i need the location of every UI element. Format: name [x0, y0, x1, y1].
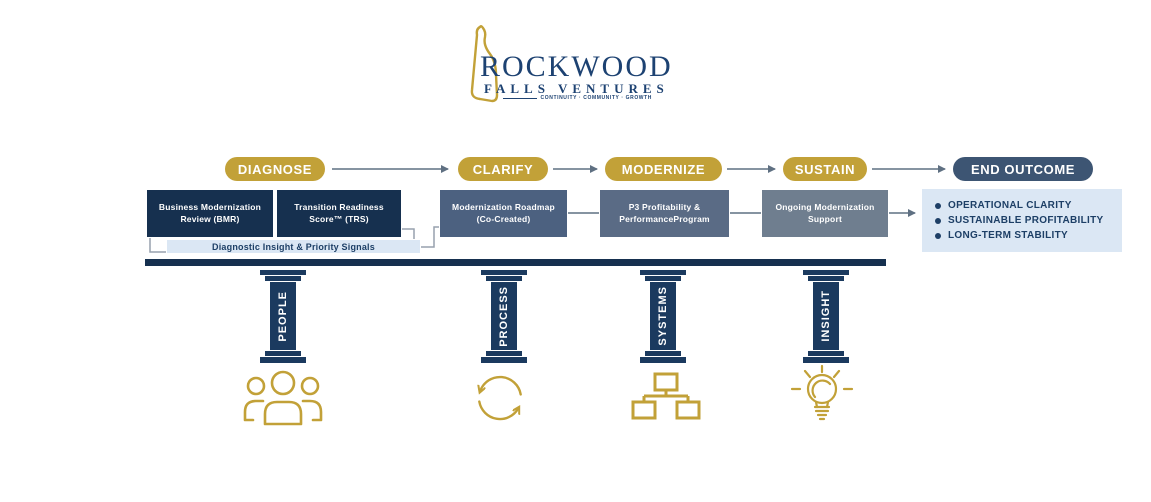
pillar-base-molding: [486, 351, 522, 356]
pillar-shaft: INSIGHT: [813, 282, 839, 350]
ongoing-support-label: Ongoing Modernization Support: [775, 201, 875, 224]
roadmap-box: Modernization Roadmap (Co-Created): [440, 190, 567, 237]
pillar-systems: SYSTEMS: [640, 270, 686, 364]
p3-box: P3 Profitability & PerformanceProgram: [600, 190, 729, 237]
pillar-cap: [481, 270, 527, 275]
bullet-dot: [935, 202, 941, 209]
pillar-people: PEOPLE: [260, 270, 306, 364]
pillar-cap-molding: [265, 276, 301, 281]
pillar-base-molding: [645, 351, 681, 356]
pillar-shaft: SYSTEMS: [650, 282, 676, 350]
pillar-cap: [803, 270, 849, 275]
pillar-cap: [640, 270, 686, 275]
pillar-insight: INSIGHT: [803, 270, 849, 364]
process-cycle-icon: [468, 375, 522, 421]
pillar-shaft: PROCESS: [491, 282, 517, 350]
stage-pill-sustain: SUSTAIN: [783, 157, 867, 181]
roadmap-box-label: Modernization Roadmap (Co-Created): [452, 201, 555, 224]
bullet-dot: [935, 232, 941, 239]
tagline-rule: [502, 97, 537, 99]
bmr-box: Business Modernization Review (BMR): [147, 190, 273, 237]
outcome-item: LONG-TERM STABILITY: [935, 230, 1122, 241]
trs-box: Transition Readiness Score™ (TRS): [277, 190, 401, 237]
outcome-item: SUSTAINABLE PROFITABILITY: [935, 215, 1122, 226]
pillar-base-molding: [265, 351, 301, 356]
tagline-text: CONTINUITY · COMMUNITY · GROWTH: [540, 95, 652, 101]
pillar-base: [640, 357, 686, 363]
stage-pill-clarify: CLARIFY: [458, 157, 548, 181]
brand-tagline: CONTINUITY · COMMUNITY · GROWTH: [500, 95, 652, 101]
bracket-to-roadmap: [421, 226, 439, 248]
trs-box-label: Transition Readiness Score™ (TRS): [294, 201, 384, 224]
pillar-label: PEOPLE: [277, 290, 289, 342]
foundation-bar: [145, 259, 886, 266]
ongoing-support-box: Ongoing Modernization Support: [762, 190, 888, 237]
brand-subname: FALLS VENTURES: [484, 81, 669, 96]
bmr-box-label: Business Modernization Review (BMR): [158, 201, 262, 224]
pillar-process: PROCESS: [481, 270, 527, 364]
pillar-cap-molding: [645, 276, 681, 281]
outcome-item: OPERATIONAL CLARITY: [935, 200, 1122, 211]
pillar-cap-molding: [486, 276, 522, 281]
diagnostic-signals-bar: Diagnostic Insight & Priority Signals: [167, 240, 420, 253]
stage-label: MODERNIZE: [621, 161, 706, 177]
pillar-base-molding: [808, 351, 844, 356]
pillar-base: [260, 357, 306, 363]
systems-sitemap-icon: [631, 372, 701, 420]
diagnostic-signals-label: Diagnostic Insight & Priority Signals: [212, 241, 375, 252]
bracket-left: [149, 238, 166, 253]
pillar-base: [481, 357, 527, 363]
outcome-label: OPERATIONAL CLARITY: [948, 200, 1072, 211]
stage-pill-modernize: MODERNIZE: [605, 157, 722, 181]
insight-bulb-icon: [790, 364, 854, 421]
pillar-label: SYSTEMS: [657, 286, 669, 346]
outcome-label: SUSTAINABLE PROFITABILITY: [948, 215, 1104, 226]
pillar-shaft: PEOPLE: [270, 282, 296, 350]
bullet-dot: [935, 217, 941, 224]
pillar-cap-molding: [808, 276, 844, 281]
bracket-trs-down: [402, 228, 415, 239]
people-group-icon: [243, 370, 323, 426]
stage-label: SUSTAIN: [794, 161, 856, 177]
pillar-cap: [260, 270, 306, 275]
stage-pill-diagnose: DIAGNOSE: [225, 157, 325, 181]
stage-label: CLARIFY: [472, 161, 534, 177]
end-outcome-pill: END OUTCOME: [953, 157, 1093, 181]
outcomes-box: OPERATIONAL CLARITY SUSTAINABLE PROFITAB…: [922, 189, 1122, 252]
pillar-base: [803, 357, 849, 363]
outcome-label: LONG-TERM STABILITY: [948, 230, 1068, 241]
stage-label: END OUTCOME: [970, 161, 1076, 177]
p3-box-label: P3 Profitability & PerformanceProgram: [619, 201, 710, 224]
brand-wordmark: ROCKWOOD: [480, 50, 673, 83]
pillar-label: PROCESS: [498, 285, 510, 347]
delaware-state-outline-icon: [470, 25, 499, 103]
stage-label: DIAGNOSE: [237, 161, 313, 177]
pillar-label: INSIGHT: [820, 290, 832, 342]
